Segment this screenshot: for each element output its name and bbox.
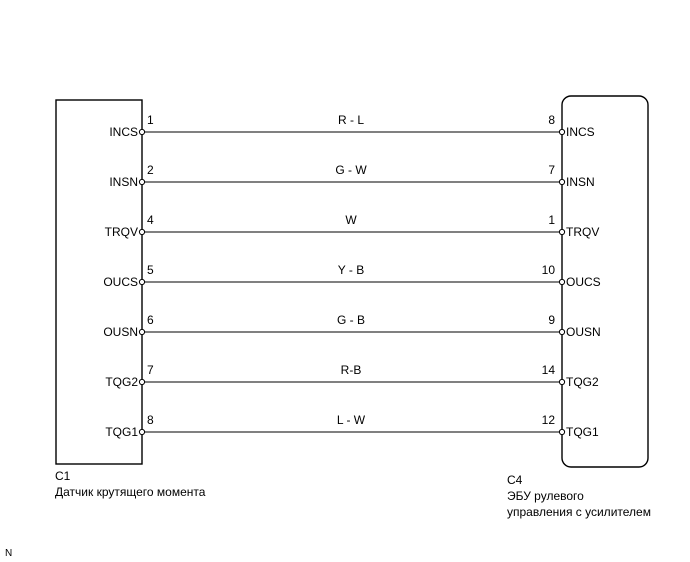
wire-color-code: R-B [341, 363, 362, 377]
left-pin-number: 2 [147, 163, 154, 177]
right-terminal-label: INSN [566, 175, 595, 189]
left-pin-number: 5 [147, 263, 154, 277]
left-terminal-label: INCS [109, 125, 138, 139]
right-pin-number: 10 [542, 263, 556, 277]
left-connector-name: Датчик крутящего момента [55, 485, 206, 499]
wire-color-code: G - B [337, 313, 365, 327]
right-pin-number: 8 [548, 113, 555, 127]
right-terminal-label: TQG1 [566, 425, 599, 439]
left-terminal-label: TQG2 [105, 375, 138, 389]
left-terminal-label: OUCS [103, 275, 138, 289]
left-terminal-label: TRQV [105, 225, 138, 239]
right-terminal-pin [558, 428, 566, 436]
right-terminal-label: TQG2 [566, 375, 599, 389]
left-pin-number: 8 [147, 413, 154, 427]
right-pin-number: 14 [542, 363, 556, 377]
left-pin-number: 6 [147, 313, 154, 327]
left-terminal-label: INSN [109, 175, 138, 189]
right-connector-name-line1: ЭБУ рулевого [507, 489, 584, 503]
right-terminal-label: INCS [566, 125, 595, 139]
right-pin-number: 7 [548, 163, 555, 177]
right-terminal-pin [558, 278, 566, 286]
right-terminal-pin [558, 228, 566, 236]
left-terminal-pin [138, 378, 146, 386]
right-terminal-label: OUCS [566, 275, 601, 289]
left-pin-number: 1 [147, 113, 154, 127]
left-pin-number: 7 [147, 363, 154, 377]
left-terminal-label: TQG1 [105, 425, 138, 439]
wire-color-code: R - L [338, 113, 364, 127]
right-terminal-label: TRQV [566, 225, 599, 239]
right-terminal-pin [558, 178, 566, 186]
left-terminal-pin [138, 128, 146, 136]
right-terminal-pin [558, 328, 566, 336]
wire-color-code: Y - B [338, 263, 364, 277]
left-terminal-label: OUSN [103, 325, 138, 339]
right-terminal-pin [558, 128, 566, 136]
wire-color-code: L - W [337, 413, 366, 427]
left-connector-id: C1 [55, 469, 71, 483]
left-terminal-pin [138, 428, 146, 436]
left-pin-number: 4 [147, 213, 154, 227]
left-terminal-pin [138, 278, 146, 286]
right-pin-number: 12 [542, 413, 556, 427]
right-connector-id: C4 [507, 473, 523, 487]
left-terminal-pin [138, 228, 146, 236]
right-connector-name-line2: управления с усилителем [507, 505, 651, 519]
wire-color-code: W [345, 213, 357, 227]
right-pin-number: 1 [548, 213, 555, 227]
left-terminal-pin [138, 178, 146, 186]
corner-mark: N [5, 548, 12, 559]
left-terminal-pin [138, 328, 146, 336]
wire-color-code: G - W [335, 163, 367, 177]
right-terminal-label: OUSN [566, 325, 601, 339]
right-pin-number: 9 [548, 313, 555, 327]
right-terminal-pin [558, 378, 566, 386]
